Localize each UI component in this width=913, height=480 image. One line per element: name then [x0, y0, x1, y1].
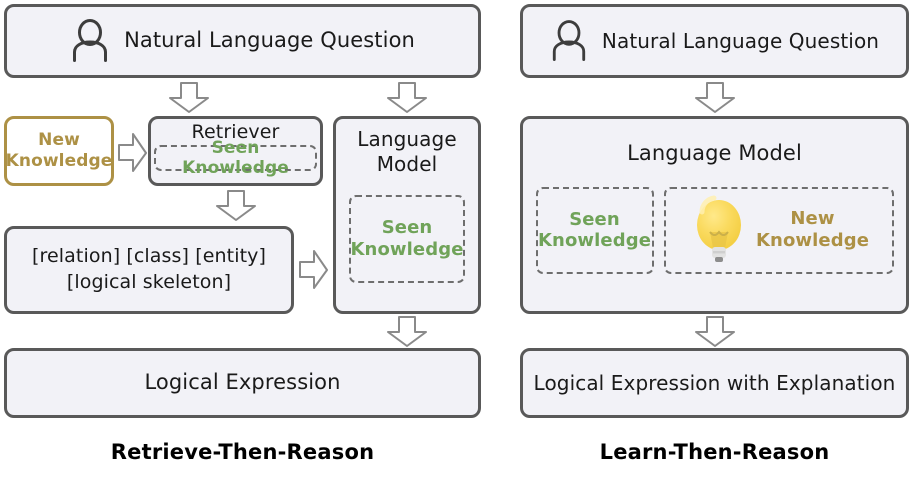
nlq-bar-right: Natural Language Question — [520, 4, 909, 78]
lm-right-seen-knowledge-label: Seen Knowledge — [538, 209, 651, 252]
language-model-knowledge-row: Seen Knowledge — [535, 186, 894, 274]
language-model-title-right: Language Model — [627, 141, 802, 165]
person-icon — [73, 19, 108, 62]
lm-right-seen-knowledge-box: Seen Knowledge — [535, 186, 654, 274]
lm-right-new-line2: Knowledge — [755, 230, 869, 252]
nlq-inner-right: Natural Language Question — [523, 20, 906, 62]
retriever-seen-knowledge-box: Seen Knowledge — [154, 138, 317, 178]
nlq-label-right: Natural Language Question — [601, 28, 880, 53]
language-model-box-left: Language Model Seen Knowledge — [333, 116, 481, 314]
nlq-inner-left: Natural Language Question — [7, 19, 478, 63]
lm-left-seen-line2: Knowledge — [350, 239, 464, 260]
lm-left-title-line1: Language — [357, 127, 457, 151]
arrow-nlq-to-lm-left — [387, 82, 427, 113]
caption-retrieve-then-reason: Retrieve-Then-Reason — [110, 440, 375, 464]
logical-expression-bar-left: Logical Expression — [4, 348, 481, 418]
logical-expression-label-left: Logical Expression — [144, 370, 341, 395]
retriever-title: Retriever — [191, 121, 280, 143]
logical-parts-line2: [logical skeleton] — [66, 271, 232, 293]
logical-parts-line1: [relation] [class] [entity] — [32, 245, 266, 268]
lm-left-seen-line1: Seen — [381, 217, 433, 239]
retriever-seen-knowledge-label: Seen Knowledge — [182, 137, 289, 179]
nlq-bar-left: Natural Language Question — [4, 4, 481, 78]
arrow-newknowledge-to-retriever — [118, 133, 147, 172]
nlq-label-left: Natural Language Question — [124, 28, 415, 53]
arrow-parts-to-lm-left — [299, 250, 328, 289]
new-knowledge-line2: Knowledge — [5, 151, 113, 171]
caption-learn-then-reason: Learn-Then-Reason — [599, 440, 830, 464]
arrow-lm-right-to-output — [695, 316, 735, 347]
logical-expression-bar-right: Logical Expression with Explanation — [520, 348, 909, 418]
logical-parts-label: [relation] [class] [entity] [logical ske… — [32, 244, 266, 295]
person-icon — [552, 20, 586, 61]
lm-right-seen-line1: Seen — [569, 208, 620, 230]
arrow-nlq-to-lm-right — [695, 82, 735, 113]
arrow-lm-left-to-output — [387, 316, 427, 347]
lm-left-title-line2: Model — [376, 152, 438, 176]
logical-expression-label-right: Logical Expression with Explanation — [533, 370, 896, 395]
logical-parts-box: [relation] [class] [entity] [logical ske… — [4, 226, 294, 314]
lm-left-seen-knowledge-box: Seen Knowledge — [349, 195, 465, 283]
language-model-title-left: Language Model — [357, 127, 457, 177]
new-knowledge-box-left: New Knowledge — [4, 116, 114, 186]
language-model-box-right: Language Model Seen Knowledge — [520, 116, 909, 314]
retriever-box: Retriever Seen Knowledge — [148, 116, 323, 186]
new-knowledge-label-left: New Knowledge — [6, 130, 113, 173]
arrow-nlq-to-retriever — [169, 82, 209, 113]
lm-right-seen-line2: Knowledge — [537, 230, 651, 252]
lm-right-new-knowledge-box: New Knowledge — [663, 186, 894, 274]
arrow-retriever-to-parts — [216, 190, 256, 221]
lightbulb-icon — [696, 195, 741, 263]
new-knowledge-line1: New — [38, 129, 80, 150]
lm-right-new-knowledge-label: New Knowledge — [756, 208, 869, 253]
lm-right-new-line1: New — [790, 207, 835, 229]
lm-left-seen-knowledge-label: Seen Knowledge — [351, 217, 464, 260]
